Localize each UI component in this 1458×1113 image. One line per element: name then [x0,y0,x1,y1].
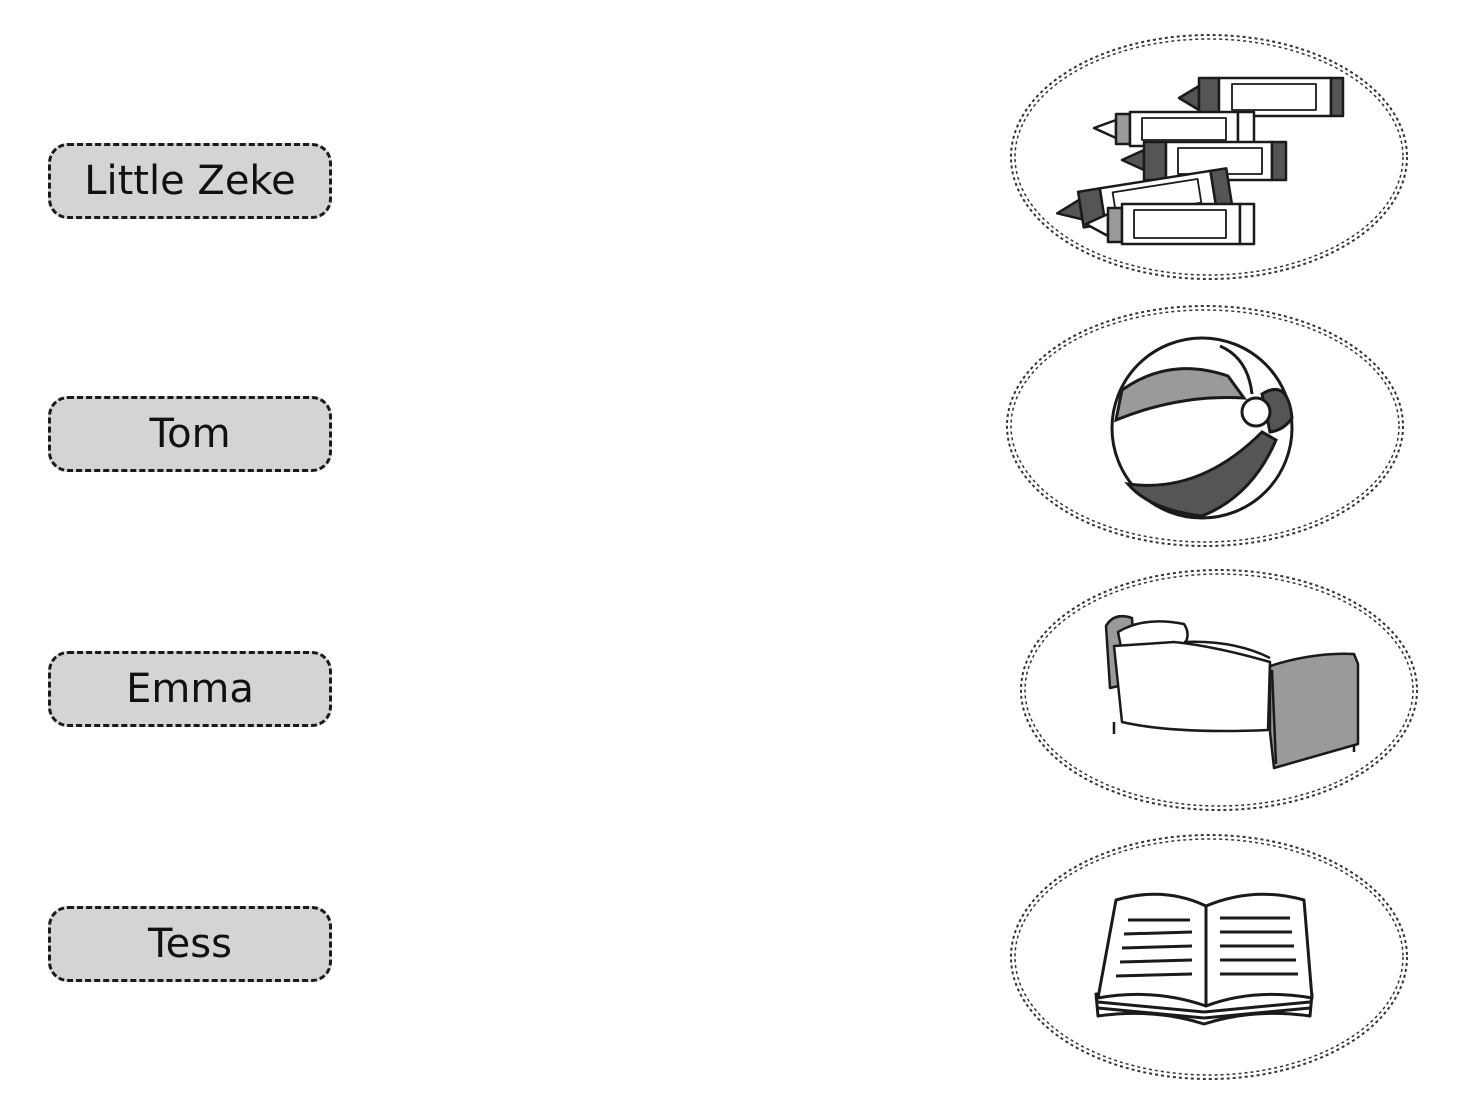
picture-oval-book[interactable] [1004,828,1414,1086]
name-label: Tom [149,411,231,457]
name-label: Emma [126,666,254,712]
bed-icon [1104,615,1360,770]
crayons-icon [1055,76,1345,246]
name-tag-little-zeke[interactable]: Little Zeke [48,143,332,219]
name-label: Tess [148,921,232,967]
open-book-icon [1094,892,1314,1026]
picture-oval-bed[interactable] [1014,562,1424,818]
beach-ball-icon [1110,336,1294,520]
picture-oval-crayons[interactable] [1004,28,1414,286]
picture-oval-beach-ball[interactable] [1000,298,1410,554]
name-tag-tom[interactable]: Tom [48,396,332,472]
name-tag-emma[interactable]: Emma [48,651,332,727]
name-tag-tess[interactable]: Tess [48,906,332,982]
name-label: Little Zeke [84,158,296,204]
